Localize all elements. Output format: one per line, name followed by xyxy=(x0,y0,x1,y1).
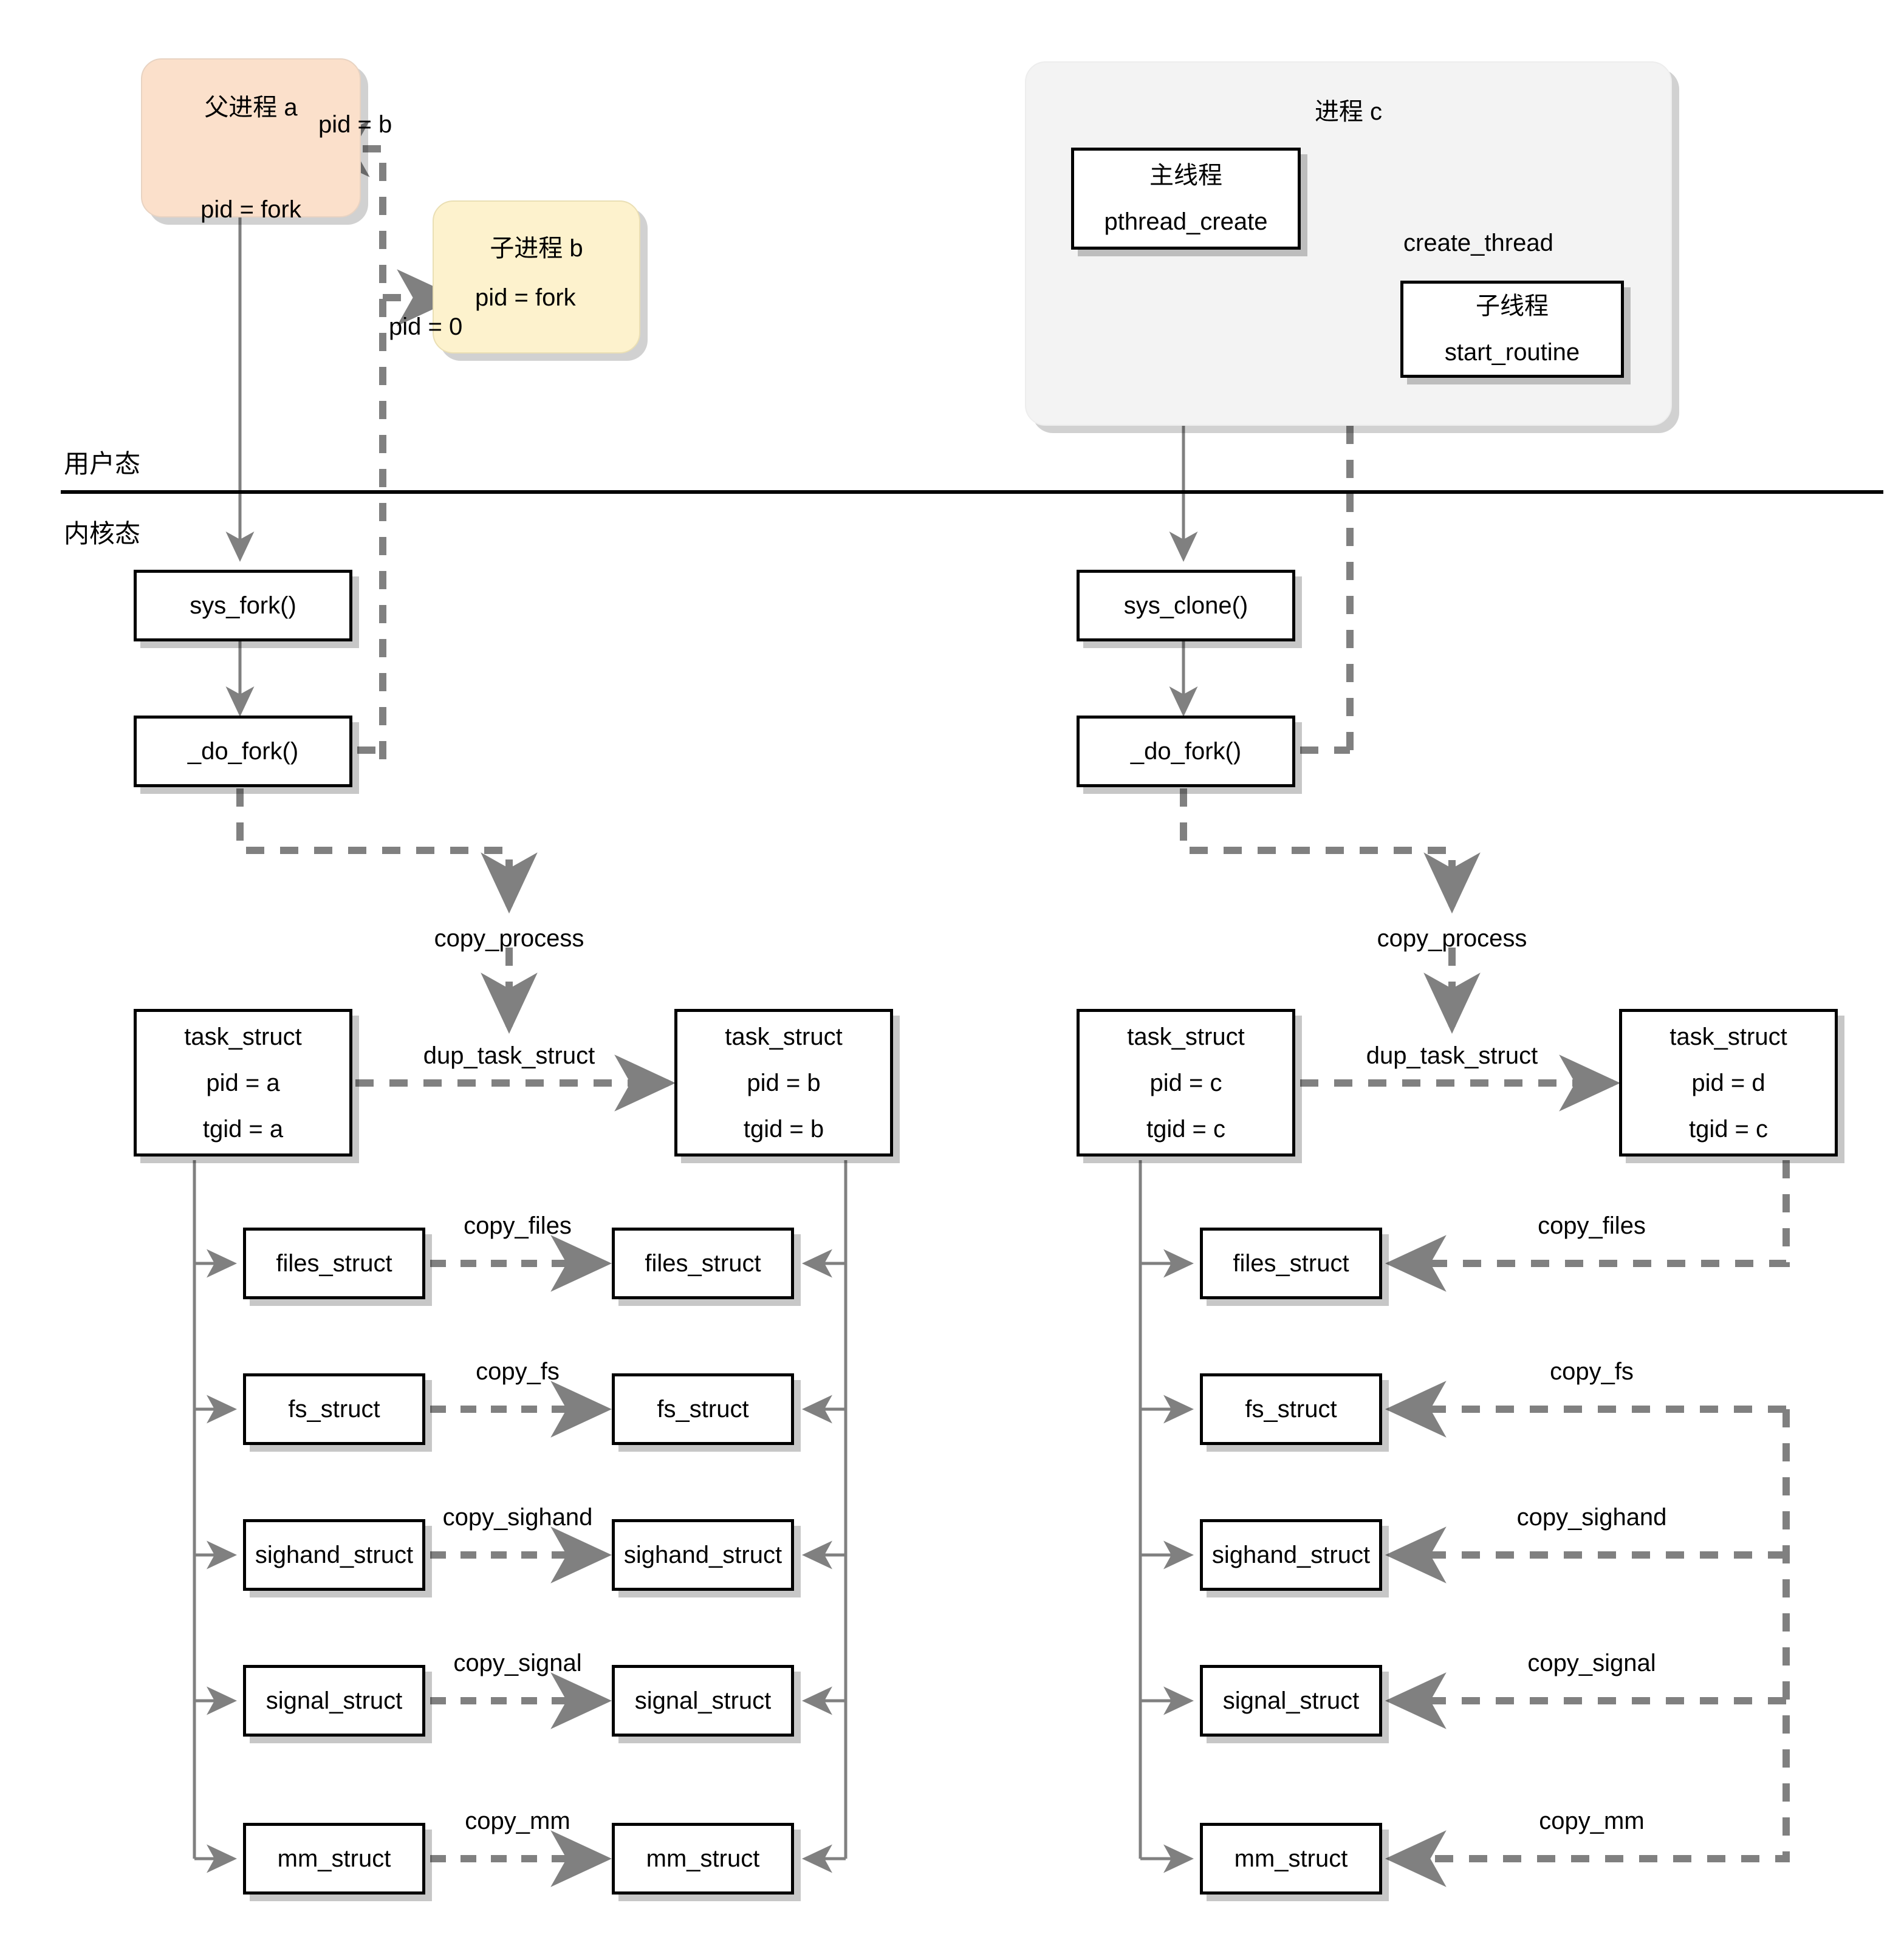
struct-box-label: sighand_struct xyxy=(1211,1542,1371,1568)
struct-box-label: files_struct xyxy=(1233,1250,1349,1277)
sys-clone-label: sys_clone() xyxy=(1123,592,1248,619)
task-struct-pid: pid = d xyxy=(1691,1069,1765,1096)
do-fork-label-left: _do_fork() xyxy=(187,738,299,765)
child-return-label: pid = 0 xyxy=(389,313,463,340)
sys-clone-box: sys_clone() xyxy=(1077,570,1295,641)
struct-box-clone-parent: sighand_struct xyxy=(1200,1519,1382,1591)
struct-box-label: signal_struct xyxy=(1222,1687,1360,1714)
struct-box-clone-parent: files_struct xyxy=(1200,1228,1382,1299)
struct-box-fork-parent: signal_struct xyxy=(243,1665,425,1737)
parent-process-call: pid = fork xyxy=(200,196,301,223)
copy-fn-label-clone: copy_signal xyxy=(1527,1650,1656,1676)
do-fork-label-right: _do_fork() xyxy=(1130,738,1242,765)
main-thread-box: 主线程 pthread_create xyxy=(1071,148,1301,250)
copy-process-label-left: copy_process xyxy=(434,925,584,952)
copy-process-label-right: copy_process xyxy=(1377,925,1527,952)
main-thread-call: pthread_create xyxy=(1104,208,1268,235)
struct-box-label: mm_struct xyxy=(277,1845,391,1872)
struct-box-label: fs_struct xyxy=(1245,1396,1337,1423)
struct-box-label: sighand_struct xyxy=(623,1542,782,1568)
task-struct-fork-parent: task_struct pid = a tgid = a xyxy=(134,1009,352,1157)
struct-box-fork-child: sighand_struct xyxy=(612,1519,794,1591)
task-struct-clone-parent: task_struct pid = c tgid = c xyxy=(1077,1009,1295,1157)
struct-box-fork-child: signal_struct xyxy=(612,1665,794,1737)
dup-task-struct-label-left: dup_task_struct xyxy=(423,1042,595,1069)
task-struct-title: task_struct xyxy=(725,1023,843,1050)
copy-fn-label-clone: copy_sighand xyxy=(1516,1504,1667,1531)
child-process-call: pid = fork xyxy=(475,284,576,311)
struct-box-fork-child: files_struct xyxy=(612,1228,794,1299)
struct-box-label: mm_struct xyxy=(1234,1845,1348,1872)
do-fork-box-right: _do_fork() xyxy=(1077,716,1295,787)
child-thread-call: start_routine xyxy=(1444,339,1580,366)
struct-box-fork-parent: files_struct xyxy=(243,1228,425,1299)
struct-box-label: mm_struct xyxy=(646,1845,760,1872)
struct-box-label: files_struct xyxy=(276,1250,392,1277)
copy-fn-label-fork: copy_files xyxy=(464,1212,572,1239)
copy-fn-label-clone: copy_mm xyxy=(1539,1808,1645,1834)
task-struct-pid: pid = b xyxy=(747,1069,821,1096)
task-struct-title: task_struct xyxy=(1127,1023,1245,1050)
copy-fn-label-clone: copy_files xyxy=(1538,1212,1646,1239)
task-struct-tgid: tgid = c xyxy=(1688,1115,1769,1143)
struct-box-label: sighand_struct xyxy=(255,1542,414,1568)
struct-box-label: fs_struct xyxy=(657,1396,749,1423)
parent-return-label: pid = b xyxy=(318,111,392,138)
task-struct-tgid: tgid = c xyxy=(1146,1115,1226,1143)
child-process-box: 子进程 b xyxy=(433,200,640,354)
struct-box-clone-parent: signal_struct xyxy=(1200,1665,1382,1737)
task-struct-pid: pid = a xyxy=(206,1069,280,1096)
task-struct-title: task_struct xyxy=(1669,1023,1787,1050)
task-struct-fork-child: task_struct pid = b tgid = b xyxy=(674,1009,893,1157)
struct-box-label: fs_struct xyxy=(288,1396,380,1423)
task-struct-clone-child: task_struct pid = d tgid = c xyxy=(1619,1009,1838,1157)
child-thread-title: 子线程 xyxy=(1476,293,1549,319)
copy-fn-label-fork: copy_signal xyxy=(453,1650,582,1676)
child-thread-box: 子线程 start_routine xyxy=(1400,281,1624,378)
struct-box-clone-parent: mm_struct xyxy=(1200,1823,1382,1895)
sys-fork-box: sys_fork() xyxy=(134,570,352,641)
parent-process-box: 父进程 a pid = fork xyxy=(141,58,361,223)
copy-fn-label-fork: copy_mm xyxy=(465,1808,570,1834)
copy-fn-label-clone: copy_fs xyxy=(1550,1358,1634,1385)
task-struct-tgid: tgid = a xyxy=(202,1115,284,1143)
main-thread-title: 主线程 xyxy=(1149,162,1222,189)
struct-box-label: signal_struct xyxy=(265,1687,403,1714)
task-struct-tgid: tgid = b xyxy=(743,1115,824,1143)
child-process-title: 子进程 b xyxy=(490,235,583,262)
thread-group-title: 进程 c xyxy=(1314,98,1383,125)
kernel-mode-label: 内核态 xyxy=(64,519,141,548)
struct-box-fork-child: mm_struct xyxy=(612,1823,794,1895)
create-thread-label: create_thread xyxy=(1403,230,1553,256)
struct-box-fork-parent: mm_struct xyxy=(243,1823,425,1895)
copy-fn-label-fork: copy_fs xyxy=(476,1358,560,1385)
dup-task-struct-label-right: dup_task_struct xyxy=(1366,1042,1538,1069)
parent-process-title: 父进程 a xyxy=(204,94,298,121)
do-fork-box-left: _do_fork() xyxy=(134,716,352,787)
struct-box-fork-child: fs_struct xyxy=(612,1373,794,1445)
struct-box-clone-parent: fs_struct xyxy=(1200,1373,1382,1445)
copy-fn-label-fork: copy_sighand xyxy=(442,1504,593,1531)
sys-fork-label: sys_fork() xyxy=(190,592,296,619)
struct-box-label: files_struct xyxy=(645,1250,761,1277)
struct-box-fork-parent: sighand_struct xyxy=(243,1519,425,1591)
struct-box-label: signal_struct xyxy=(634,1687,772,1714)
user-mode-label: 用户态 xyxy=(64,449,141,478)
task-struct-pid: pid = c xyxy=(1149,1069,1222,1096)
struct-box-fork-parent: fs_struct xyxy=(243,1373,425,1445)
task-struct-title: task_struct xyxy=(184,1023,302,1050)
